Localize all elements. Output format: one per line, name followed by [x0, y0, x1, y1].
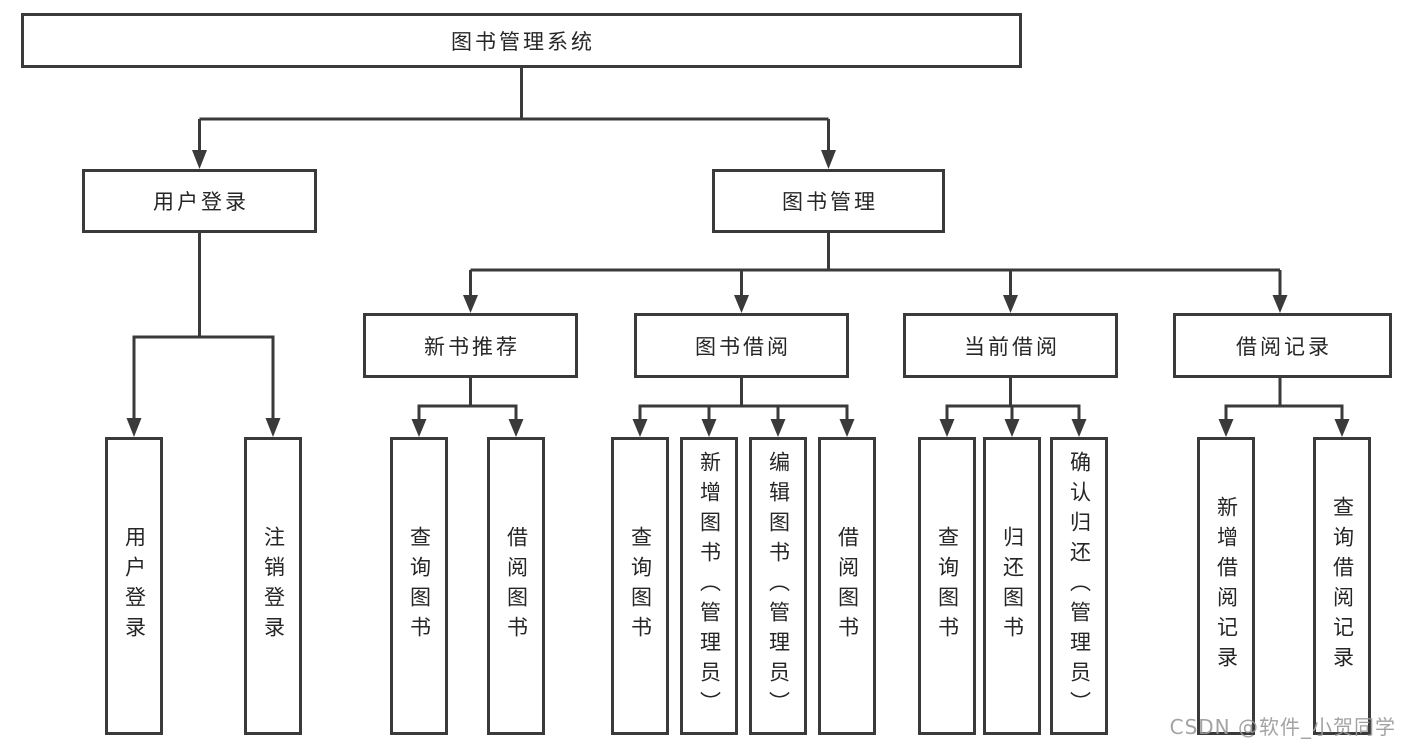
- node-label: 新增图书（管理员）: [697, 451, 722, 721]
- connector-records-to-leaves: [1218, 378, 1350, 437]
- node-book-management: 图书管理: [712, 169, 945, 233]
- leaf-borrow-books: 借阅图书: [818, 437, 876, 735]
- node-system-root: 图书管理系统: [21, 13, 1022, 68]
- leaf-confirm-return-admin: 确认归还（管理员）: [1050, 437, 1108, 735]
- leaf-query-books-borrow: 查询图书: [611, 437, 669, 735]
- connector-current-to-leaves: [939, 378, 1087, 437]
- csdn-watermark: CSDN @软件_小贺同学: [1169, 715, 1396, 739]
- leaf-user-login: 用户登录: [105, 437, 163, 735]
- node-label: 新书推荐: [424, 334, 520, 359]
- node-user-login: 用户登录: [82, 169, 317, 233]
- node-label: 借阅记录: [1236, 334, 1332, 359]
- connector-newbook-to-leaves: [411, 378, 524, 437]
- connector-mgmt-to-level3: [463, 233, 1288, 313]
- node-label: 新增借阅记录: [1214, 496, 1239, 676]
- node-label: 图书管理: [782, 190, 878, 214]
- node-new-book-recommend: 新书推荐: [363, 313, 578, 378]
- connector-login-to-leaves: [126, 233, 281, 437]
- connector-borrow-to-leaves: [632, 378, 855, 437]
- node-label: 查询图书: [407, 526, 432, 646]
- leaf-borrow-books-recommend: 借阅图书: [487, 437, 545, 735]
- connector-root-to-level2: [192, 68, 836, 169]
- node-label: 查询图书: [628, 526, 653, 646]
- leaf-query-books-recommend: 查询图书: [390, 437, 448, 735]
- leaf-add-books-admin: 新增图书（管理员）: [680, 437, 738, 735]
- node-book-borrowing: 图书借阅: [634, 313, 849, 378]
- leaf-query-books-current: 查询图书: [918, 437, 976, 735]
- leaf-add-borrow-record: 新增借阅记录: [1197, 437, 1255, 735]
- node-current-borrowing: 当前借阅: [903, 313, 1118, 378]
- node-label: 图书借阅: [695, 334, 791, 359]
- leaf-logout: 注销登录: [244, 437, 302, 735]
- node-label: 用户登录: [122, 526, 147, 646]
- node-label: 注销登录: [261, 526, 286, 646]
- node-label: 归还图书: [1000, 526, 1025, 646]
- node-label: 图书管理系统: [451, 29, 595, 54]
- node-label: 用户登录: [153, 190, 249, 214]
- node-label: 借阅图书: [504, 526, 529, 646]
- node-label: 查询图书: [935, 526, 960, 646]
- node-label: 编辑图书（管理员）: [766, 451, 791, 721]
- node-label: 确认归还（管理员）: [1067, 451, 1092, 721]
- leaf-return-books: 归还图书: [983, 437, 1041, 735]
- leaf-edit-books-admin: 编辑图书（管理员）: [749, 437, 807, 735]
- leaf-query-borrow-record: 查询借阅记录: [1313, 437, 1371, 735]
- node-label: 查询借阅记录: [1330, 496, 1355, 676]
- node-label: 借阅图书: [835, 526, 860, 646]
- node-borrow-records: 借阅记录: [1173, 313, 1392, 378]
- node-label: 当前借阅: [964, 334, 1060, 359]
